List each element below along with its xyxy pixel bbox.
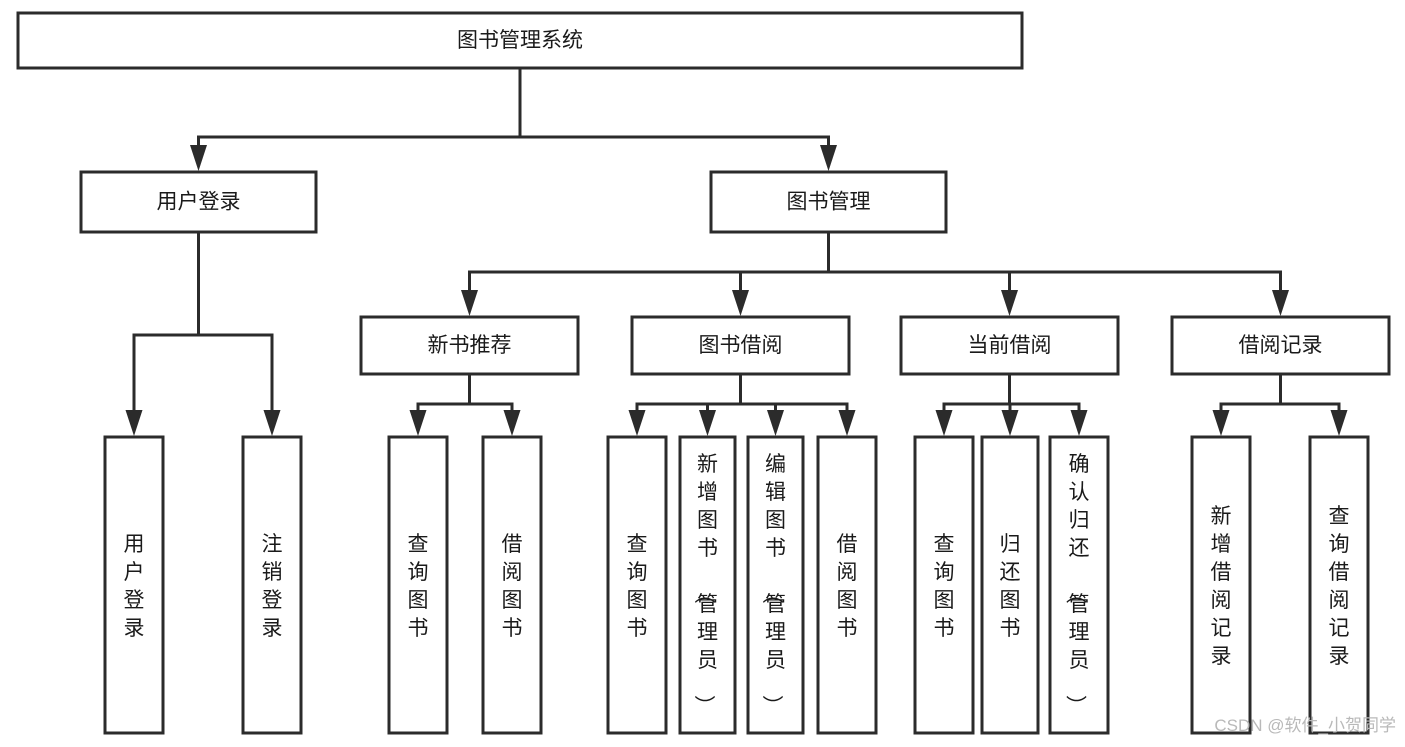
- node-label-leaf-borrow-book-1: 借阅图书: [502, 533, 523, 640]
- node-box-leaf-borrow-book-1[interactable]: [481, 435, 543, 735]
- node-box-leaf-confirm-return[interactable]: [1048, 435, 1110, 735]
- arrow-head-leaf-borrow-book-2: [838, 410, 856, 436]
- arrow-head-leaf-confirm-return: [1070, 410, 1088, 436]
- node-borrow-record[interactable]: 借阅记录: [1170, 315, 1391, 376]
- node-leaf-query-book-2[interactable]: 查询图书: [606, 435, 668, 735]
- node-label-book-manage: 图书管理: [787, 191, 871, 214]
- node-box-book-borrow[interactable]: [630, 315, 851, 376]
- node-leaf-add-book[interactable]: 新增图书（管理员）: [678, 435, 737, 735]
- node-box-leaf-query-record[interactable]: [1308, 435, 1370, 735]
- arrow-head-leaf-query-book-2: [628, 410, 646, 436]
- connector-layer: [125, 66, 1348, 436]
- arrow-head-borrow-record: [1272, 290, 1289, 316]
- node-leaf-edit-book[interactable]: 编辑图书（管理员）: [746, 435, 805, 735]
- arrow-head-leaf-user-login: [125, 410, 143, 436]
- node-box-leaf-query-book-2[interactable]: [606, 435, 668, 735]
- node-leaf-user-login[interactable]: 用户登录: [103, 435, 165, 735]
- node-label-user-login: 用户登录: [157, 191, 241, 214]
- node-box-leaf-logout[interactable]: [241, 435, 303, 735]
- node-box-leaf-edit-book[interactable]: [746, 435, 805, 735]
- node-current-borrow[interactable]: 当前借阅: [899, 315, 1120, 376]
- node-label-root: 图书管理系统: [457, 29, 583, 52]
- node-leaf-query-record[interactable]: 查询借阅记录: [1308, 435, 1370, 735]
- node-box-leaf-query-book-3[interactable]: [913, 435, 975, 735]
- node-label-leaf-query-record: 查询借阅记录: [1329, 505, 1350, 668]
- arrow-head-leaf-query-record: [1330, 410, 1348, 436]
- node-leaf-borrow-book-1[interactable]: 借阅图书: [481, 435, 543, 735]
- arrow-head-book-borrow: [732, 290, 749, 316]
- arrow-head-leaf-add-book: [699, 410, 716, 436]
- node-box-user-login[interactable]: [79, 170, 318, 234]
- node-label-current-borrow: 当前借阅: [968, 334, 1052, 357]
- node-leaf-query-book-1[interactable]: 查询图书: [387, 435, 449, 735]
- node-box-leaf-user-login[interactable]: [103, 435, 165, 735]
- node-box-leaf-query-book-1[interactable]: [387, 435, 449, 735]
- node-new-book-recommend[interactable]: 新书推荐: [359, 315, 580, 376]
- node-label-leaf-borrow-book-2: 借阅图书: [837, 533, 858, 640]
- node-user-login[interactable]: 用户登录: [79, 170, 318, 234]
- arrow-head-leaf-logout: [263, 410, 281, 436]
- arrow-head-book-manage: [820, 145, 837, 171]
- node-book-borrow[interactable]: 图书借阅: [630, 315, 851, 376]
- node-label-borrow-record: 借阅记录: [1239, 334, 1323, 357]
- node-layer: 图书管理系统用户登录图书管理新书推荐图书借阅当前借阅借阅记录用户登录注销登录查询…: [16, 11, 1391, 735]
- node-box-book-manage[interactable]: [709, 170, 948, 234]
- node-leaf-add-record[interactable]: 新增借阅记录: [1190, 435, 1252, 735]
- arrow-head-user-login: [190, 145, 207, 171]
- node-leaf-logout[interactable]: 注销登录: [241, 435, 303, 735]
- node-box-leaf-add-record[interactable]: [1190, 435, 1252, 735]
- node-label-leaf-edit-book: 编辑图书（管理员）: [760, 453, 786, 716]
- node-label-new-book-recommend: 新书推荐: [428, 334, 512, 357]
- arrow-head-leaf-add-record: [1212, 410, 1230, 436]
- arrow-head-leaf-query-book-3: [935, 410, 953, 436]
- arrow-head-new-book-recommend: [461, 290, 478, 316]
- arrow-head-leaf-query-book-1: [409, 410, 427, 436]
- arrow-head-leaf-borrow-book-1: [503, 410, 521, 436]
- node-box-leaf-borrow-book-2[interactable]: [816, 435, 878, 735]
- node-root[interactable]: 图书管理系统: [16, 11, 1024, 70]
- node-label-leaf-logout: 注销登录: [262, 533, 283, 640]
- node-leaf-query-book-3[interactable]: 查询图书: [913, 435, 975, 735]
- node-book-manage[interactable]: 图书管理: [709, 170, 948, 234]
- node-label-leaf-user-login: 用户登录: [124, 533, 145, 640]
- arrow-head-current-borrow: [1001, 290, 1018, 316]
- node-box-root[interactable]: [16, 11, 1024, 70]
- arrow-head-leaf-edit-book: [767, 410, 784, 436]
- node-label-leaf-confirm-return: 确认归还（管理员）: [1064, 453, 1090, 716]
- node-leaf-confirm-return[interactable]: 确认归还（管理员）: [1048, 435, 1110, 735]
- node-label-book-borrow: 图书借阅: [699, 334, 783, 357]
- node-box-leaf-return-book[interactable]: [980, 435, 1040, 735]
- arrow-head-leaf-return-book: [1001, 410, 1019, 436]
- node-box-new-book-recommend[interactable]: [359, 315, 580, 376]
- node-label-leaf-query-book-1: 查询图书: [408, 533, 429, 640]
- node-box-current-borrow[interactable]: [899, 315, 1120, 376]
- node-box-borrow-record[interactable]: [1170, 315, 1391, 376]
- node-label-leaf-return-book: 归还图书: [1000, 533, 1021, 640]
- node-box-leaf-add-book[interactable]: [678, 435, 737, 735]
- node-label-leaf-add-book: 新增图书（管理员）: [692, 453, 718, 716]
- node-leaf-return-book[interactable]: 归还图书: [980, 435, 1040, 735]
- node-label-leaf-add-record: 新增借阅记录: [1211, 505, 1232, 668]
- node-label-leaf-query-book-2: 查询图书: [627, 533, 648, 640]
- watermark-label: CSDN @软件_小贺同学: [1214, 716, 1396, 735]
- node-leaf-borrow-book-2[interactable]: 借阅图书: [816, 435, 878, 735]
- node-label-leaf-query-book-3: 查询图书: [934, 533, 955, 640]
